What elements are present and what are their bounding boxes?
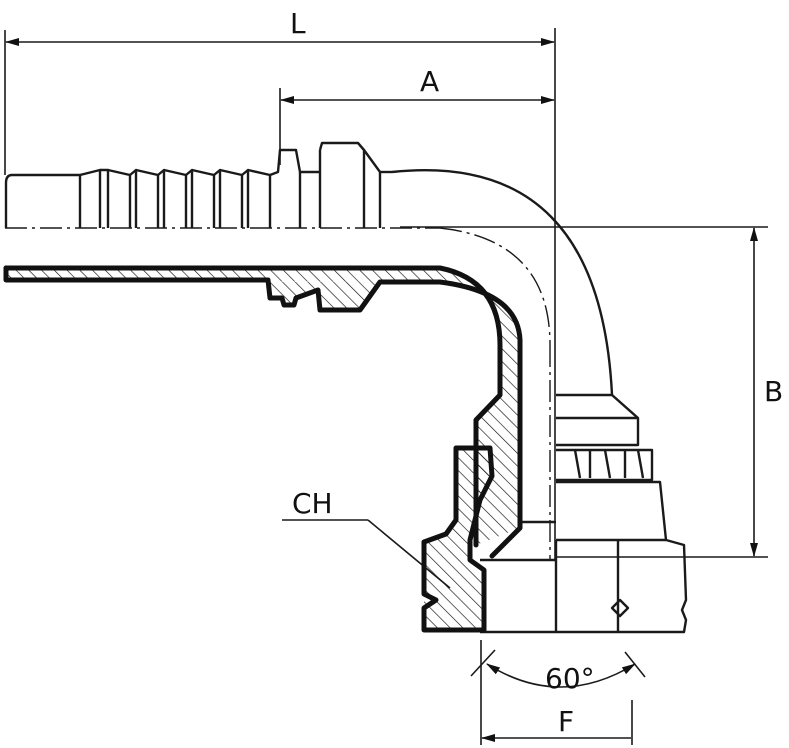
- dimension-label-F: F: [558, 705, 575, 738]
- angle-60-dimension: [470, 649, 646, 688]
- dimension-F: [480, 640, 633, 745]
- center-lines: [5, 227, 551, 560]
- dimension-label-B: B: [764, 375, 784, 408]
- hose-tail-outline: [4, 141, 614, 396]
- section-wall: [3, 265, 523, 633]
- swivel-nut-outline: [480, 393, 688, 634]
- dimension-L: [4, 28, 556, 560]
- angle-label: 60°: [545, 662, 595, 695]
- dimension-label-L: L: [290, 7, 306, 40]
- dimension-label-A: A: [420, 65, 440, 98]
- dimension-label-CH: CH: [292, 487, 333, 520]
- dimension-B: [400, 226, 768, 558]
